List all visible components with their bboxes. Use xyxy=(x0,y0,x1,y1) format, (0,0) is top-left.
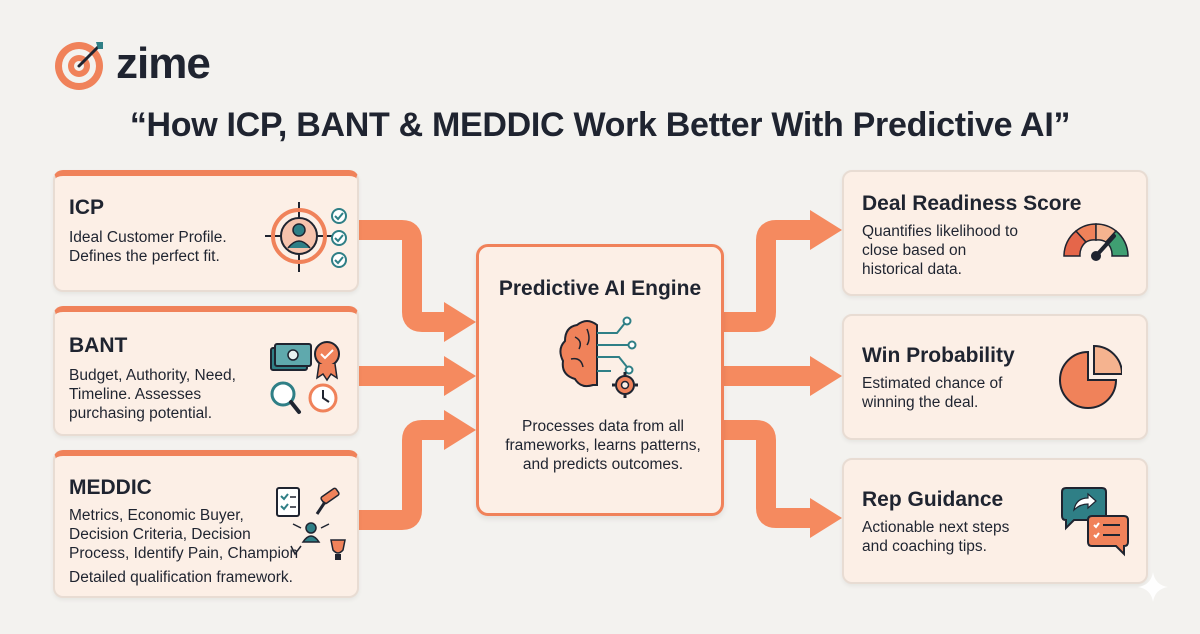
output-card-rep-guidance: Rep Guidance Actionable next steps and c… xyxy=(842,458,1148,584)
sparkle-icon xyxy=(1138,572,1168,602)
card-title: BANT xyxy=(69,334,128,357)
card-description: Metrics, Economic Buyer, Decision Criter… xyxy=(69,507,299,562)
money-badge-search-clock-icon xyxy=(270,341,340,414)
output-card-win-probability: Win Probability Estimated chance of winn… xyxy=(842,314,1148,440)
checklist-gavel-trophy-icon xyxy=(276,487,346,560)
arrow-engine-to-guidance xyxy=(724,420,812,528)
output-card-deal-readiness: Deal Readiness Score Quantifies likeliho… xyxy=(842,170,1148,296)
target-person-checklist-icon xyxy=(265,202,347,272)
arrow-icp-to-engine xyxy=(358,220,446,332)
brand-logo: zime xyxy=(52,36,211,92)
card-description: Quantifies likelihood to close based on … xyxy=(862,223,1018,278)
input-card-icp: ICP Ideal Customer Profile. Defines the … xyxy=(53,170,359,292)
predictive-ai-engine: Predictive AI Engine Processes data from… xyxy=(476,244,724,516)
input-card-meddic: MEDDIC Metrics, Economic Buyer, Decision… xyxy=(53,450,359,598)
card-title: ICP xyxy=(69,196,105,219)
card-description: Estimated chance of winning the deal. xyxy=(862,375,1003,411)
gauge-icon xyxy=(1063,223,1129,261)
arrow-meddic-to-engine xyxy=(358,420,446,530)
engine-description: Processes data from all frameworks, lear… xyxy=(505,418,701,473)
card-description: Ideal Customer Profile. Defines the perf… xyxy=(69,229,227,265)
card-title: Rep Guidance xyxy=(862,488,1004,511)
page-title: “How ICP, BANT & MEDDIC Work Better With… xyxy=(129,106,1071,144)
engine-title: Predictive AI Engine xyxy=(498,277,702,300)
brand-name: zime xyxy=(116,39,211,88)
card-title: Deal Readiness Score xyxy=(862,192,1082,215)
card-title: MEDDIC xyxy=(69,476,152,499)
arrow-engine-to-readiness xyxy=(724,220,812,332)
card-title: Win Probability xyxy=(862,344,1015,367)
card-note: Detailed qualification framework. xyxy=(69,569,293,586)
target-logo-icon xyxy=(55,42,103,90)
card-description: Actionable next steps and coaching tips. xyxy=(862,519,1010,555)
chat-bubbles-icon xyxy=(1061,487,1129,557)
brain-circuit-gear-icon xyxy=(559,316,638,398)
card-description: Budget, Authority, Need, Timeline. Asses… xyxy=(69,367,236,422)
input-card-bant: BANT Budget, Authority, Need, Timeline. … xyxy=(53,306,359,436)
pie-chart-icon xyxy=(1059,344,1122,409)
